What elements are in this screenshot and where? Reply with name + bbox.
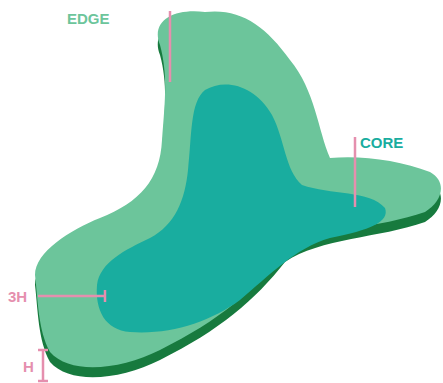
leader-lines bbox=[38, 11, 355, 381]
zone-label: CORE bbox=[360, 135, 403, 150]
zone-label: EDGE bbox=[67, 11, 110, 26]
dimension-label: 3H bbox=[8, 289, 27, 304]
edge-zone bbox=[35, 11, 441, 367]
core-zone bbox=[97, 84, 386, 332]
dimension-label: H bbox=[23, 359, 34, 374]
